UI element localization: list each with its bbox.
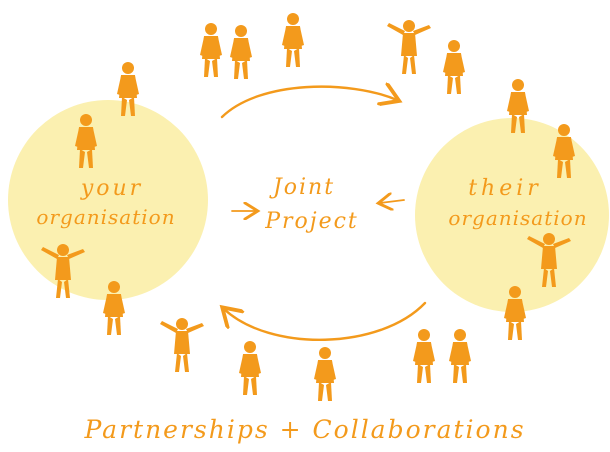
person-icon [443,40,465,94]
waving-person-icon [387,20,431,74]
person-icon [282,13,304,67]
caption: Partnerships + Collaborations [83,415,525,444]
their-org-label-line1: their [468,176,542,201]
person-icon [230,25,252,79]
your-org-label-line2: organisation [36,205,175,229]
person-icon [314,347,336,401]
joint-label-line1: Joint [269,175,335,200]
person-icon [413,329,435,383]
person-icon [449,329,471,383]
their-org-label-line2: organisation [448,206,587,230]
bottom-flow-arrow [224,301,427,341]
top-flow-arrow [220,87,397,119]
right-to-center-arrow [380,200,405,203]
project-label-line2: Project [264,209,359,234]
your-org-label-line1: your [80,176,143,201]
person-icon [200,23,222,77]
waving-person-icon [160,318,204,372]
person-icon [239,341,261,395]
